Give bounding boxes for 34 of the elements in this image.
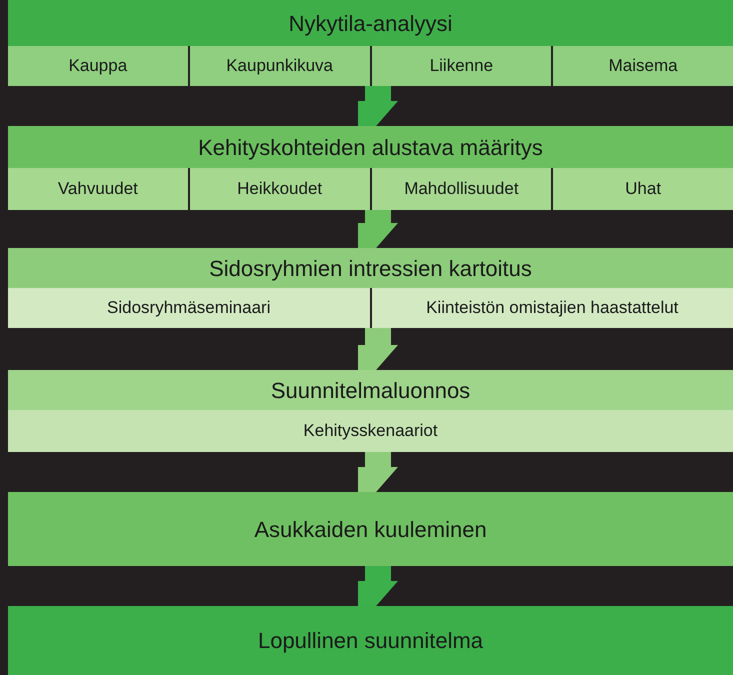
stage-band bbox=[8, 0, 733, 86]
sub-step-cell bbox=[188, 46, 370, 86]
sub-step-cell bbox=[370, 288, 733, 328]
sub-step-label: Maisema bbox=[608, 55, 678, 78]
stage-title: Nykytila-analyysi bbox=[288, 10, 452, 38]
sub-step-label: Mahdollisuudet bbox=[404, 178, 519, 200]
stage-band bbox=[8, 492, 733, 566]
sub-step-cell bbox=[8, 168, 188, 210]
sub-step-cell bbox=[370, 168, 552, 210]
stage-title: Kehityskohteiden alustava määritys bbox=[198, 134, 543, 162]
stage-title: Sidosryhmien intressien kartoitus bbox=[209, 254, 532, 283]
stage-band bbox=[8, 126, 733, 210]
stage-band bbox=[8, 370, 733, 452]
sub-step-label: Kehitysskenaariot bbox=[303, 420, 438, 442]
stage-title: Suunnitelmaluonnos bbox=[270, 376, 470, 404]
sub-step-label: Kaupunkikuva bbox=[226, 55, 334, 78]
sub-step-label: Uhat bbox=[625, 178, 662, 200]
sub-step-label: Vahvuudet bbox=[58, 178, 138, 200]
sub-step-cell bbox=[370, 46, 552, 86]
sub-step-cell bbox=[8, 46, 188, 86]
sub-step-cell bbox=[8, 288, 370, 328]
sub-step-label: Sidosryhmäseminaari bbox=[107, 297, 270, 320]
stage-title: Asukkaiden kuuleminen bbox=[254, 516, 487, 544]
sub-step-cell bbox=[188, 168, 370, 210]
sub-step-cell bbox=[551, 168, 733, 210]
stage-title: Lopullinen suunnitelma bbox=[258, 627, 484, 655]
stage-band bbox=[8, 248, 733, 328]
sub-step-label: Kauppa bbox=[68, 55, 128, 78]
sub-step-label: Heikkoudet bbox=[237, 178, 322, 200]
sub-step-label: Liikenne bbox=[430, 55, 494, 78]
sub-step-label: Kiinteistön omistajien haastattelut bbox=[426, 297, 678, 320]
stage-band bbox=[8, 606, 733, 675]
sub-step-cell bbox=[8, 410, 733, 452]
sub-step-cell bbox=[551, 46, 733, 86]
